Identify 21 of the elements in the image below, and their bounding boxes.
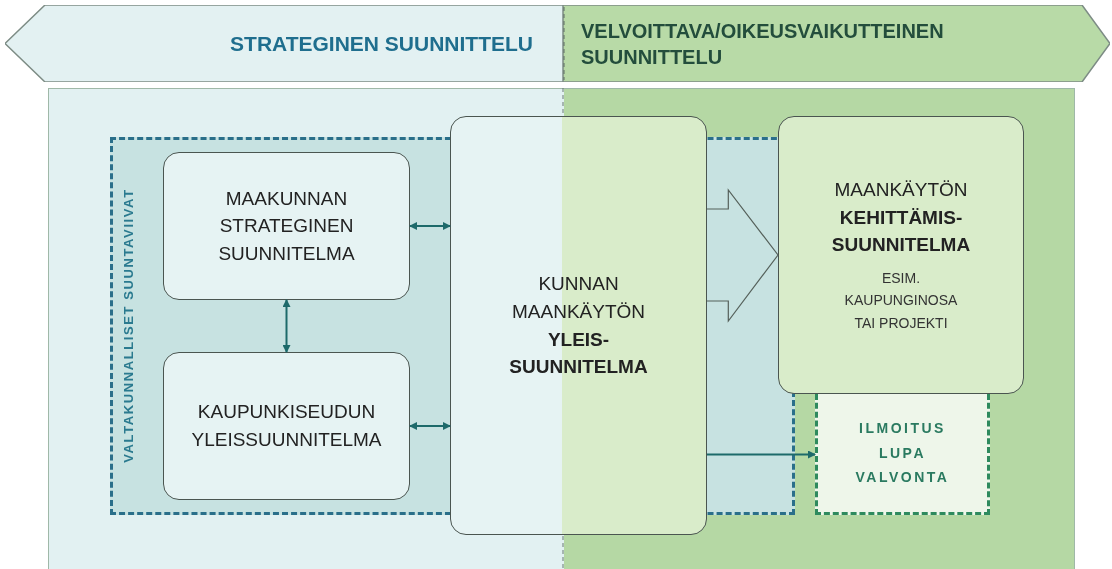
box-title: MAANKÄYTÖN KEHITTÄMIS- SUUNNITELMA: [830, 178, 972, 258]
arrow: [282, 299, 291, 353]
arrow: [409, 222, 451, 230]
box-title: MAAKUNNAN STRATEGINEN SUUNNITELMA: [217, 186, 356, 266]
process-box: [778, 116, 1024, 394]
dashed-box: [815, 394, 990, 515]
box-note: ESIM. KAUPUNGINOSA TAI PROJEKTI: [843, 268, 959, 333]
vertical-label: VALTAKUNNALLISET SUUNTAVIIVAT: [120, 187, 136, 465]
banner-arrow-left: [5, 5, 563, 82]
banner-heading: VELVOITTAVA/OIKEUSVAIKUTTEINEN SUUNNITTELU: [581, 18, 945, 70]
banner-heading: STRATEGINEN SUUNNITTELU: [230, 30, 533, 57]
arrow: [409, 422, 451, 430]
process-box: [163, 352, 410, 500]
box-title: KAUPUNKISEUDUN YLEISSUUNNITELMA: [191, 400, 382, 452]
banner-arrow-right: [563, 5, 1110, 82]
block-arrow: [706, 188, 779, 323]
box-title: KUNNAN MAANKÄYTÖN YLEIS- SUUNNITELMA: [508, 272, 649, 380]
box-text: ILMOITUS LUPA VALVONTA: [854, 419, 951, 488]
process-box: [450, 116, 707, 535]
arrow: [706, 450, 816, 459]
process-box: [163, 152, 410, 300]
